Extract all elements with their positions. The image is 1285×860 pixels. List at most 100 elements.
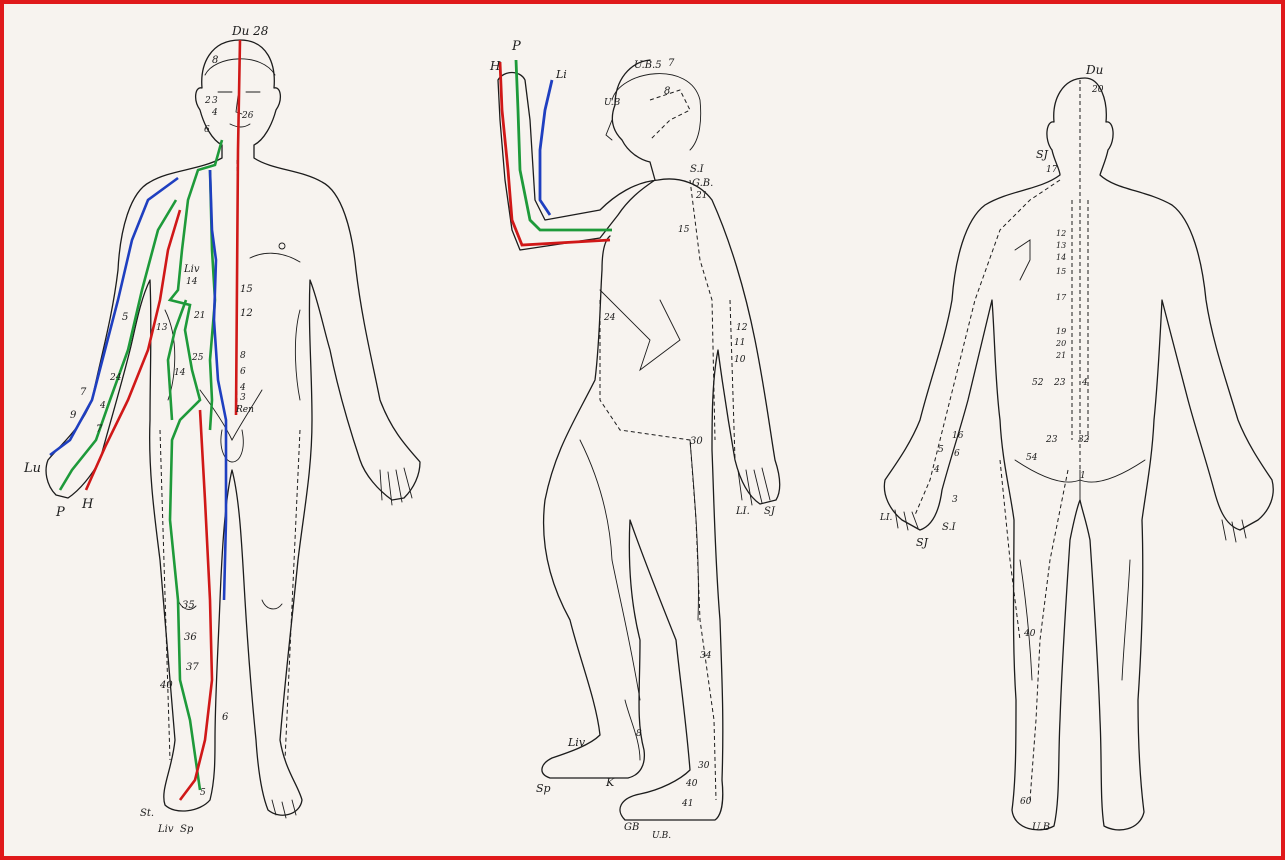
- front-label-37: 37: [186, 662, 199, 673]
- front-label-3: 3: [212, 96, 218, 106]
- front-groin: [200, 390, 262, 440]
- front-label-36: 36: [184, 632, 197, 643]
- side-label-24: 24: [603, 313, 616, 323]
- side-label-7: 7: [668, 58, 675, 69]
- front-label-liv: Liv: [183, 264, 200, 275]
- back-label-14: 14: [1056, 253, 1066, 262]
- side-label-ub-foot: U.B.: [652, 831, 671, 841]
- side-green-arm: [516, 60, 612, 230]
- side-label-41: 41: [681, 799, 693, 809]
- front-label-25: 25: [191, 353, 204, 363]
- side-figure: P H Li U.B.5 7 U.B 8 S.I G.B. 21 15 24 1…: [489, 39, 780, 841]
- front-figure: Du 28 8 2 3 4 6 26 Liv 14 Lu P H 5 7 9 7…: [23, 24, 420, 835]
- front-genitals: [221, 430, 243, 462]
- back-label-6: 6: [954, 449, 960, 459]
- front-label-sp-foot: Sp: [180, 824, 194, 835]
- back-label-20: 20: [1091, 85, 1104, 95]
- front-label-9: 9: [70, 410, 77, 421]
- side-torso-lines: [600, 290, 680, 370]
- front-label-7a: 7: [80, 387, 87, 398]
- back-leg-lines: [1020, 560, 1130, 680]
- back-label-4b: 4: [933, 465, 940, 475]
- side-label-30: 30: [690, 436, 703, 447]
- side-label-11: 11: [734, 338, 745, 348]
- side-label-30b: 30: [698, 761, 710, 771]
- back-label-13: 13: [1056, 241, 1066, 250]
- side-label-li-right: LI.: [735, 506, 750, 517]
- back-label-16: 16: [952, 431, 964, 441]
- front-label-liv-foot: Liv: [157, 824, 174, 835]
- side-label-sj-right: SJ: [764, 506, 776, 517]
- back-label-17: 17: [1046, 165, 1058, 175]
- side-label-10: 10: [734, 355, 746, 365]
- front-label-p: P: [55, 505, 65, 520]
- meridian-diagram: Du 28 8 2 3 4 6 26 Liv 14 Lu P H 5 7 9 7…: [4, 4, 1281, 856]
- back-label-si: S.I: [942, 522, 957, 533]
- back-label-sj-hand: SJ: [916, 536, 929, 549]
- back-label-32: 32: [1078, 435, 1090, 445]
- side-label-21: 21: [695, 191, 707, 201]
- front-label-8: 8: [212, 55, 218, 66]
- front-label-40: 40: [159, 680, 173, 691]
- back-label-54: 54: [1026, 453, 1038, 463]
- back-label-12: 12: [1056, 229, 1066, 238]
- side-label-15: 15: [678, 225, 690, 235]
- front-chest-line: [250, 253, 300, 262]
- front-label-ren4: 4: [239, 383, 246, 393]
- back-label-1: 1: [1080, 471, 1086, 481]
- back-label-52: 52: [1032, 378, 1044, 388]
- back-label-21: 21: [1055, 351, 1066, 360]
- side-label-liv: Liv: [567, 736, 586, 749]
- back-label-li: LI.: [879, 513, 893, 523]
- front-red-heart: [86, 210, 180, 490]
- side-label-sp: Sp: [536, 782, 551, 795]
- front-label-21: 21: [193, 311, 205, 321]
- back-scapula: [1015, 240, 1030, 280]
- front-label-7b: 7: [96, 424, 103, 435]
- front-green-gb: [168, 300, 186, 420]
- side-label-gb-foot: GB: [624, 822, 639, 833]
- back-leg-dots-2: [1000, 460, 1020, 640]
- front-torso-side-r: [295, 310, 300, 400]
- front-label-14: 14: [186, 277, 198, 287]
- front-label-h: H: [81, 497, 94, 512]
- side-label-si: S.I: [690, 164, 705, 175]
- side-nose: [606, 120, 612, 140]
- front-label-ren: Ren: [235, 405, 254, 415]
- back-label-19: 19: [1056, 327, 1066, 336]
- side-leg-line-2: [690, 440, 698, 620]
- front-nipple: [279, 243, 285, 249]
- back-label-17s: 17: [1056, 293, 1067, 302]
- side-label-34: 34: [700, 651, 712, 661]
- back-label-3: 3: [952, 495, 958, 505]
- side-label-li: Li: [555, 68, 567, 81]
- side-label-40: 40: [685, 779, 698, 789]
- side-label-8b: 8: [636, 729, 642, 739]
- back-label-23b: 23: [1045, 435, 1058, 445]
- side-label-8: 8: [664, 86, 670, 97]
- side-label-p: P: [511, 39, 521, 54]
- side-label-gb: G.B.: [692, 178, 713, 189]
- side-label-ub5: U.B.5: [634, 60, 662, 71]
- front-label-6b: 6: [222, 712, 229, 723]
- side-head-dots: [650, 90, 690, 140]
- side-dotted-meridians: [600, 180, 735, 800]
- back-spine-dots: [1072, 80, 1088, 470]
- back-label-ub: U.B: [1032, 822, 1050, 833]
- back-label-5: 5: [938, 445, 944, 455]
- front-label-6: 6: [204, 125, 210, 135]
- back-label-sj: SJ: [1036, 148, 1049, 161]
- front-label-24: 24: [109, 373, 122, 383]
- back-label-4: 4: [1081, 378, 1088, 388]
- side-label-h: H: [489, 59, 501, 73]
- front-label-4n: 4: [99, 401, 106, 411]
- side-label-ub-ear: U.B: [604, 98, 621, 108]
- front-label-5b: 5: [200, 788, 206, 798]
- back-label-20s: 20: [1055, 339, 1066, 348]
- front-label-du: Du 28: [231, 24, 269, 38]
- front-label-2: 2: [204, 96, 211, 106]
- front-label-35: 35: [182, 600, 195, 611]
- back-label-15: 15: [1056, 267, 1066, 276]
- back-label-40: 40: [1023, 629, 1036, 639]
- side-label-12: 12: [736, 323, 748, 333]
